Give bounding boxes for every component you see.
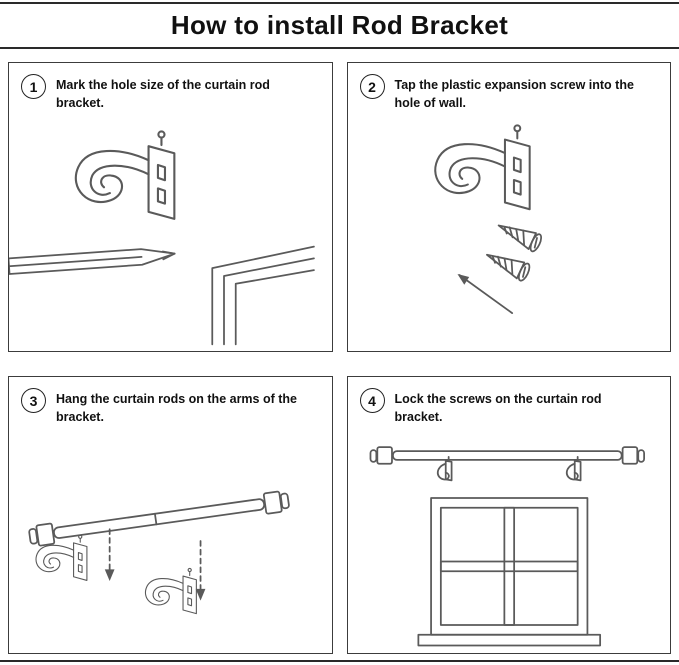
step-2-panel: 2 Tap the plastic expansion screw into t… — [346, 62, 671, 352]
bracket-pencil-illustration — [9, 130, 315, 346]
step-1-number-badge: 1 — [21, 74, 46, 99]
step-4-panel: 4 Lock the screws on the curtain rod bra… — [346, 376, 671, 654]
step-1-panel: 1 Mark the hole size of the curtain rod … — [8, 62, 333, 352]
dashed-arrow-down-icon — [195, 540, 206, 601]
step-2-text: Tap the plastic expansion screw into the… — [394, 78, 634, 111]
page-title: How to install Rod Bracket — [170, 10, 509, 40]
step-2-illustration — [348, 113, 671, 351]
step-2-header: 2 Tap the plastic expansion screw into t… — [348, 63, 671, 112]
bottom-rule — [0, 660, 679, 662]
bracket-screws-illustration — [433, 124, 544, 314]
dashed-arrow-down-icon — [104, 528, 115, 582]
direction-arrow-icon — [456, 274, 513, 314]
step-1-text: Mark the hole size of the curtain rod br… — [56, 78, 270, 111]
rod-bracket-icon — [144, 567, 197, 615]
step-1-header: 1 Mark the hole size of the curtain rod … — [9, 63, 332, 112]
step-3-text: Hang the curtain rods on the arms of the… — [56, 392, 297, 425]
curtain-rod-icon — [369, 446, 645, 465]
rod-bracket-icon — [35, 534, 88, 581]
wall-corner-icon — [211, 245, 315, 346]
step-4-illustration — [348, 427, 671, 653]
expansion-screw-icon — [493, 216, 544, 254]
window-icon — [416, 497, 601, 647]
step-3-illustration — [9, 427, 332, 653]
rod-bracket-icon — [74, 130, 176, 220]
curtain-rod-icon — [28, 490, 290, 547]
step-3-number-badge: 3 — [21, 388, 46, 413]
rod-over-window-illustration — [369, 446, 645, 647]
step-4-header: 4 Lock the screws on the curtain rod bra… — [348, 377, 671, 426]
rod-hanging-illustration — [28, 490, 290, 615]
page-header: How to install Rod Bracket — [0, 2, 679, 49]
pencil-icon — [9, 248, 176, 275]
step-4-text: Lock the screws on the curtain rod brack… — [394, 392, 602, 425]
step-4-number-badge: 4 — [359, 388, 385, 413]
step-3-panel: 3 Hang the curtain rods on the arms of t… — [8, 376, 333, 654]
step-3-header: 3 Hang the curtain rods on the arms of t… — [9, 377, 332, 426]
steps-grid: 1 Mark the hole size of the curtain rod … — [8, 62, 671, 654]
step-2-number-badge: 2 — [359, 74, 385, 99]
step-1-illustration — [9, 113, 332, 351]
rod-bracket-icon — [433, 124, 531, 211]
expansion-screw-icon — [481, 245, 532, 284]
